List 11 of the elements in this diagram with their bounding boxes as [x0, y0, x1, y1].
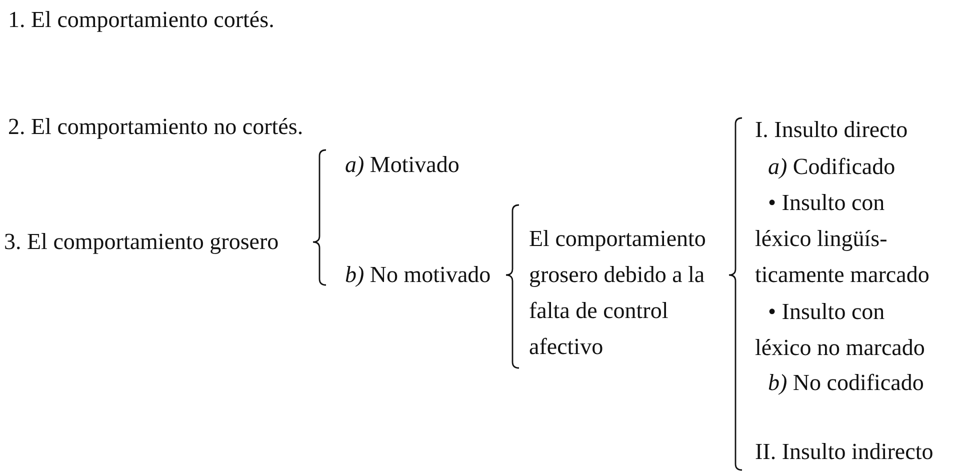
list-item: 1. El comportamiento cortés. [8, 6, 274, 34]
subcategory-text: a) Motivado [345, 151, 460, 179]
subcategory-text: a) Codificado [768, 153, 896, 181]
list-item: 3. El comportamiento grosero [4, 228, 279, 256]
category-text: I. Insulto directo [755, 116, 908, 144]
category-text: II. Insulto indirecto [755, 438, 934, 466]
description-text: El comportamiento grosero debido a la falta de control afectivo [529, 225, 707, 361]
subcategory-text: b) No motivado [345, 261, 491, 289]
bullet-item: • Insulto con léxico lingüís- ticamente marcado [755, 189, 930, 289]
subcategory-text: b) No codificado [768, 369, 924, 397]
list-item: 2. El comportamiento no cortés. [8, 113, 304, 141]
